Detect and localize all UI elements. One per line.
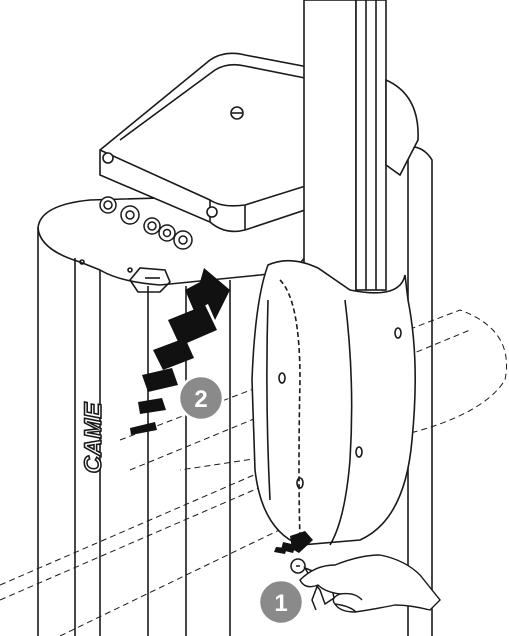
step-1-motion-arrows	[274, 531, 313, 554]
cable-glands	[99, 196, 193, 250]
step-2-motion-arrows	[130, 268, 230, 435]
came-logo-text: CAME	[80, 402, 107, 474]
step-badge-1: 1	[257, 578, 305, 626]
hand-illustration	[299, 554, 441, 613]
step-number-2: 2	[194, 386, 207, 413]
came-logo: CAME	[79, 401, 108, 474]
step-badge-2: 2	[177, 374, 225, 422]
barrier-column	[303, 0, 419, 301]
front-cover	[251, 259, 416, 546]
step-number-1: 1	[274, 590, 287, 617]
